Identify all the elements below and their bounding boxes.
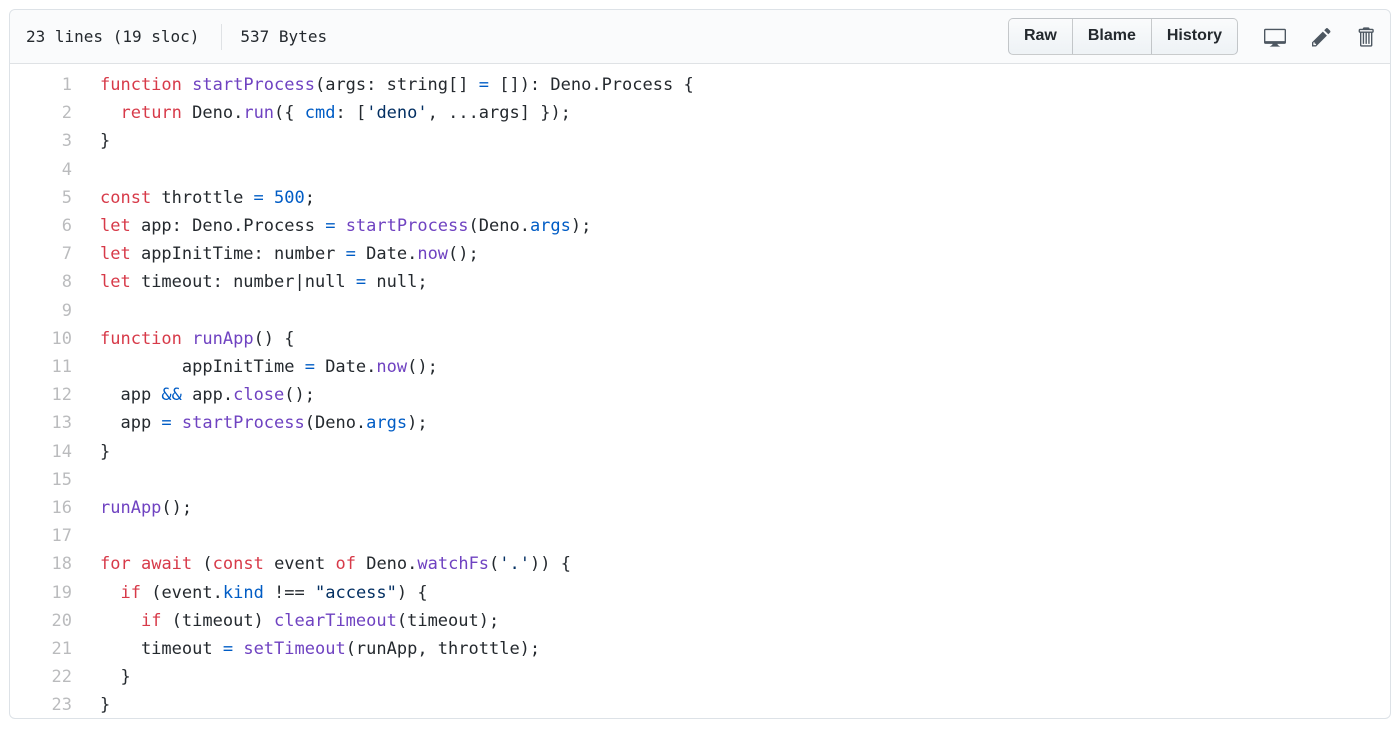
- code-line-content: let appInitTime: number = Date.now();: [100, 244, 479, 265]
- line-number[interactable]: 10: [51, 328, 72, 349]
- code-line: 15: [10, 466, 1390, 494]
- device-desktop-icon[interactable]: [1264, 26, 1286, 48]
- line-number[interactable]: 21: [51, 639, 72, 660]
- blame-button[interactable]: Blame: [1071, 18, 1152, 55]
- code-line: 21 timeout = setTimeout(runApp, throttle…: [10, 635, 1390, 663]
- code-line: 8 let timeout: number|null = null;: [10, 268, 1390, 296]
- code-line: 9: [10, 297, 1390, 325]
- file-size: 537 Bytes: [240, 27, 328, 46]
- code-line-content: }: [100, 441, 111, 462]
- line-number[interactable]: 1: [61, 75, 72, 95]
- line-number[interactable]: 11: [51, 357, 72, 378]
- line-number[interactable]: 9: [61, 300, 72, 321]
- code-line-content: [72, 297, 1390, 325]
- line-number[interactable]: 13: [51, 413, 72, 434]
- code-line: 11 appInitTime = Date.now();: [10, 353, 1390, 381]
- code-line: 1 function startProcess(args: string[] = …: [10, 71, 1390, 99]
- file-info: 23 lines (19 sloc) 537 Bytes: [26, 23, 328, 50]
- raw-button[interactable]: Raw: [1007, 18, 1073, 55]
- line-number[interactable]: 3: [61, 131, 72, 152]
- line-number[interactable]: 22: [51, 667, 72, 688]
- code-line: 17: [10, 522, 1390, 550]
- code-line-content: runApp();: [100, 498, 193, 519]
- line-number[interactable]: 15: [51, 469, 72, 490]
- code-line-content: function startProcess(args: string[] = […: [100, 75, 694, 95]
- file-actions-button-group: Raw Blame History: [1007, 18, 1238, 55]
- code-line-content: let timeout: number|null = null;: [100, 272, 428, 293]
- line-number[interactable]: 4: [61, 159, 72, 180]
- line-number[interactable]: 2: [61, 103, 72, 124]
- line-number[interactable]: 18: [51, 554, 72, 575]
- code-line: 14}: [10, 438, 1390, 466]
- code-line-content: if (timeout) clearTimeout(timeout);: [140, 610, 500, 631]
- code-line-content: }: [100, 667, 131, 688]
- code-line: 19 if (event.kind !== "access") {: [10, 579, 1390, 607]
- code-line: 7 let appInitTime: number = Date.now();: [10, 240, 1390, 268]
- pencil-icon[interactable]: [1312, 26, 1331, 48]
- code-line-content: const throttle = 500;: [100, 187, 316, 208]
- code-line-content: let app: Deno.Process = startProcess(Den…: [100, 216, 592, 237]
- code-line: 12 app && app.close();: [10, 381, 1390, 409]
- file-info-divider: [221, 23, 223, 50]
- line-number[interactable]: 19: [51, 582, 72, 603]
- code-line-content: }: [100, 695, 111, 716]
- file-header: 23 lines (19 sloc) 537 Bytes Raw Blame H…: [10, 10, 1390, 64]
- code-line-content: appInitTime = Date.now();: [100, 357, 438, 378]
- line-number[interactable]: 8: [61, 272, 72, 293]
- trash-icon[interactable]: [1357, 26, 1374, 48]
- line-number[interactable]: 20: [51, 610, 72, 631]
- code-line: 10 function runApp() {: [10, 325, 1390, 353]
- line-number[interactable]: 7: [61, 244, 72, 265]
- history-button[interactable]: History: [1150, 18, 1238, 55]
- line-number[interactable]: 23: [51, 695, 72, 716]
- file-actions: Raw Blame History: [1007, 18, 1374, 55]
- code-line-content: app && app.close();: [100, 385, 315, 406]
- code-line: 6 let app: Deno.Process = startProcess(De…: [10, 212, 1390, 240]
- code-line: 3}: [10, 127, 1390, 155]
- line-number[interactable]: 12: [51, 385, 72, 406]
- code-line: 22 }: [10, 663, 1390, 691]
- code-table: 1 function startProcess(args: string[] = …: [10, 71, 1390, 718]
- code-line-content: timeout = setTimeout(runApp, throttle);: [100, 639, 541, 660]
- line-number[interactable]: 14: [51, 441, 72, 462]
- code-line-content: [72, 522, 1390, 550]
- code-line-content: [72, 156, 1390, 184]
- code-blob: 1 function startProcess(args: string[] = …: [10, 64, 1390, 718]
- code-line: 2 return Deno.run({ cmd: ['deno', ...arg…: [10, 99, 1390, 127]
- line-number[interactable]: 6: [61, 216, 72, 237]
- line-number[interactable]: 17: [51, 526, 72, 547]
- code-line: 20 if (timeout) clearTimeout(timeout);: [10, 607, 1390, 635]
- line-number[interactable]: 5: [61, 187, 72, 208]
- file-lines-count: 23 lines (19 sloc): [26, 27, 200, 46]
- code-line: 18 for await (const event of Deno.watchFs…: [10, 550, 1390, 578]
- file-view-box: 23 lines (19 sloc) 537 Bytes Raw Blame H…: [9, 9, 1391, 719]
- code-line-content: }: [100, 131, 111, 152]
- code-line-content: [72, 466, 1390, 494]
- code-line-content: app = startProcess(Deno.args);: [100, 413, 428, 434]
- code-line: 16 runApp();: [10, 494, 1390, 522]
- code-line: 23}: [10, 691, 1390, 718]
- line-number[interactable]: 16: [51, 498, 72, 519]
- code-line-content: if (event.kind !== "access") {: [120, 582, 428, 603]
- code-line: 4: [10, 156, 1390, 184]
- code-line-content: for await (const event of Deno.watchFs('…: [100, 554, 571, 575]
- code-line-content: return Deno.run({ cmd: ['deno', ...args]…: [120, 103, 571, 124]
- code-line: 13 app = startProcess(Deno.args);: [10, 409, 1390, 437]
- code-line: 5 const throttle = 500;: [10, 184, 1390, 212]
- code-line-content: function runApp() {: [100, 328, 295, 349]
